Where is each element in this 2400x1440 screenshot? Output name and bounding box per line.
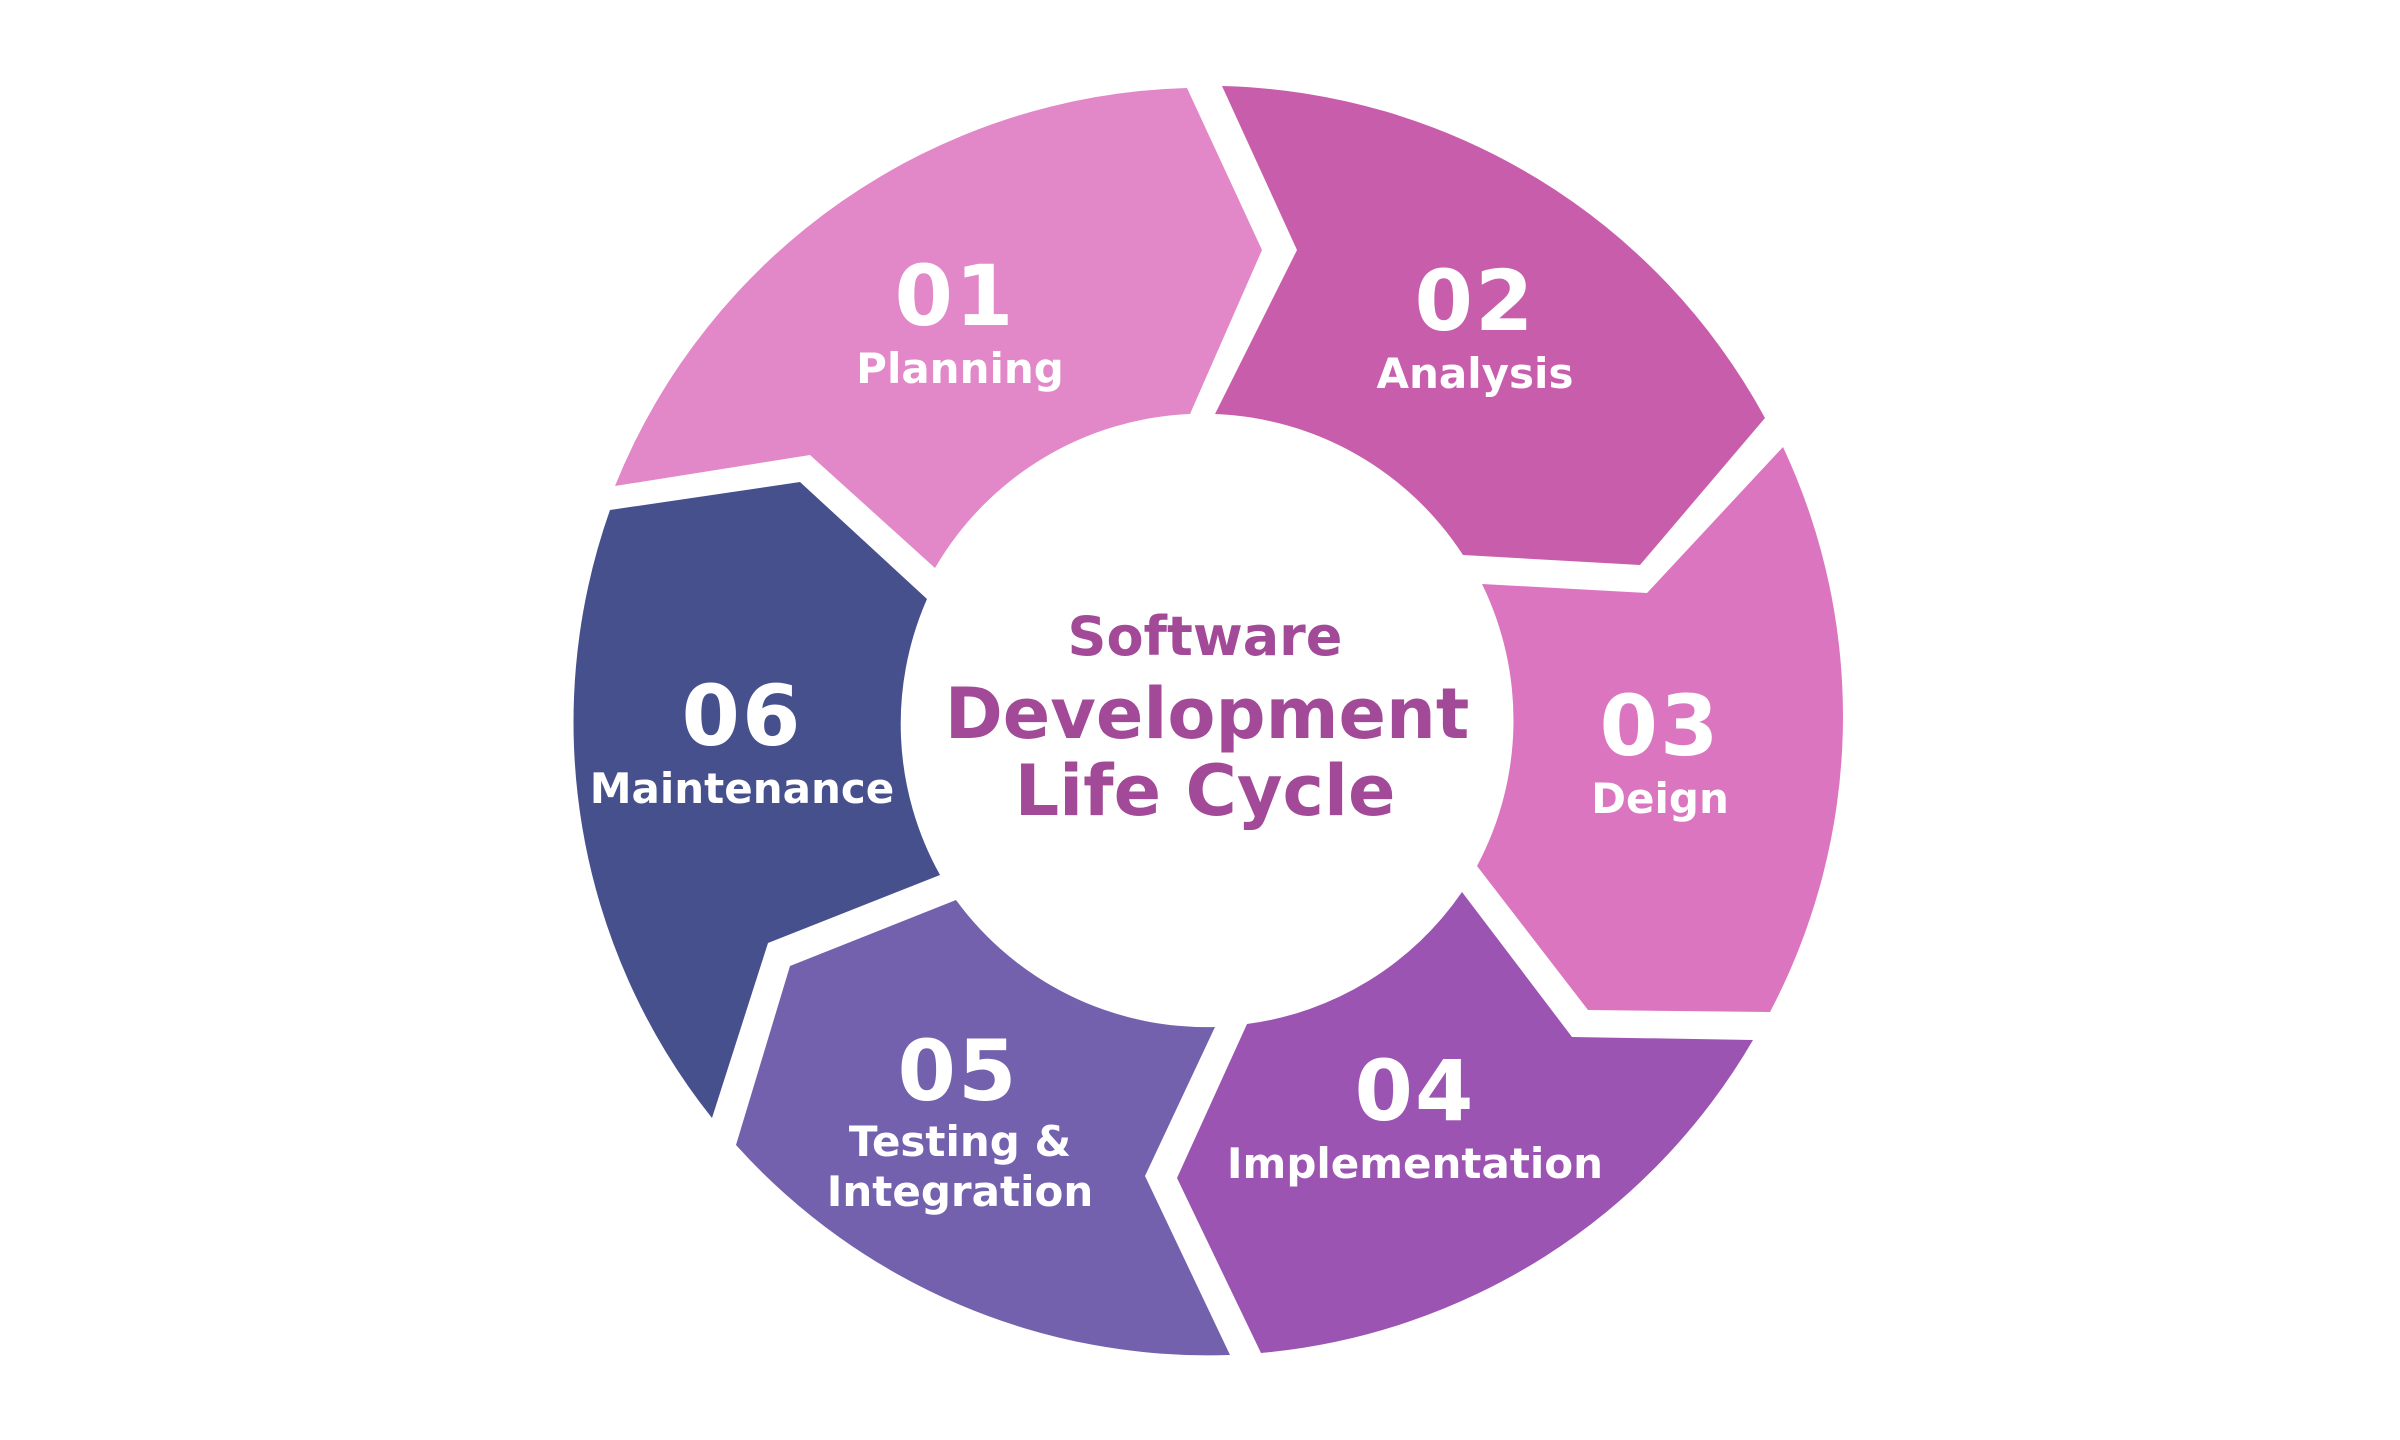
phase-number-testing-integration: 05 — [898, 1022, 1019, 1120]
segment-planning — [615, 88, 1262, 568]
phase-name-planning: Planning — [856, 344, 1064, 393]
phase-name-testing-line2: Integration — [827, 1167, 1093, 1216]
center-title-line2: Development — [945, 673, 1470, 755]
phase-label-maintenance: 06 Maintenance — [590, 667, 895, 813]
phase-number-implementation: 04 — [1355, 1042, 1476, 1140]
phase-name-analysis: Analysis — [1377, 349, 1574, 398]
phase-label-analysis: 02 Analysis — [1377, 252, 1574, 398]
center-title-line1: Software — [1068, 605, 1343, 668]
phase-label-planning: 01 Planning — [856, 247, 1064, 393]
phase-label-implementation: 04 Implementation — [1227, 1042, 1603, 1188]
phase-number-planning: 01 — [895, 247, 1016, 345]
phase-name-testing-line1: Testing & — [849, 1117, 1071, 1166]
center-title-line3: Life Cycle — [1015, 750, 1396, 832]
center-title: Software Development Life Cycle — [945, 605, 1470, 832]
phase-name-maintenance: Maintenance — [590, 764, 895, 813]
segment-maintenance — [573, 482, 940, 1118]
segment-deign — [1477, 447, 1843, 1012]
phase-label-deign: 03 Deign — [1591, 677, 1729, 823]
phase-label-testing-integration: 05 Testing & Integration — [827, 1022, 1093, 1216]
phase-name-deign: Deign — [1591, 774, 1729, 823]
phase-number-deign: 03 — [1600, 677, 1721, 775]
segment-analysis — [1215, 86, 1765, 565]
segment-testing-integration — [736, 900, 1230, 1356]
phase-number-analysis: 02 — [1415, 252, 1536, 350]
phase-number-maintenance: 06 — [682, 667, 803, 765]
phase-name-implementation: Implementation — [1227, 1139, 1603, 1188]
segment-implementation — [1177, 892, 1753, 1353]
